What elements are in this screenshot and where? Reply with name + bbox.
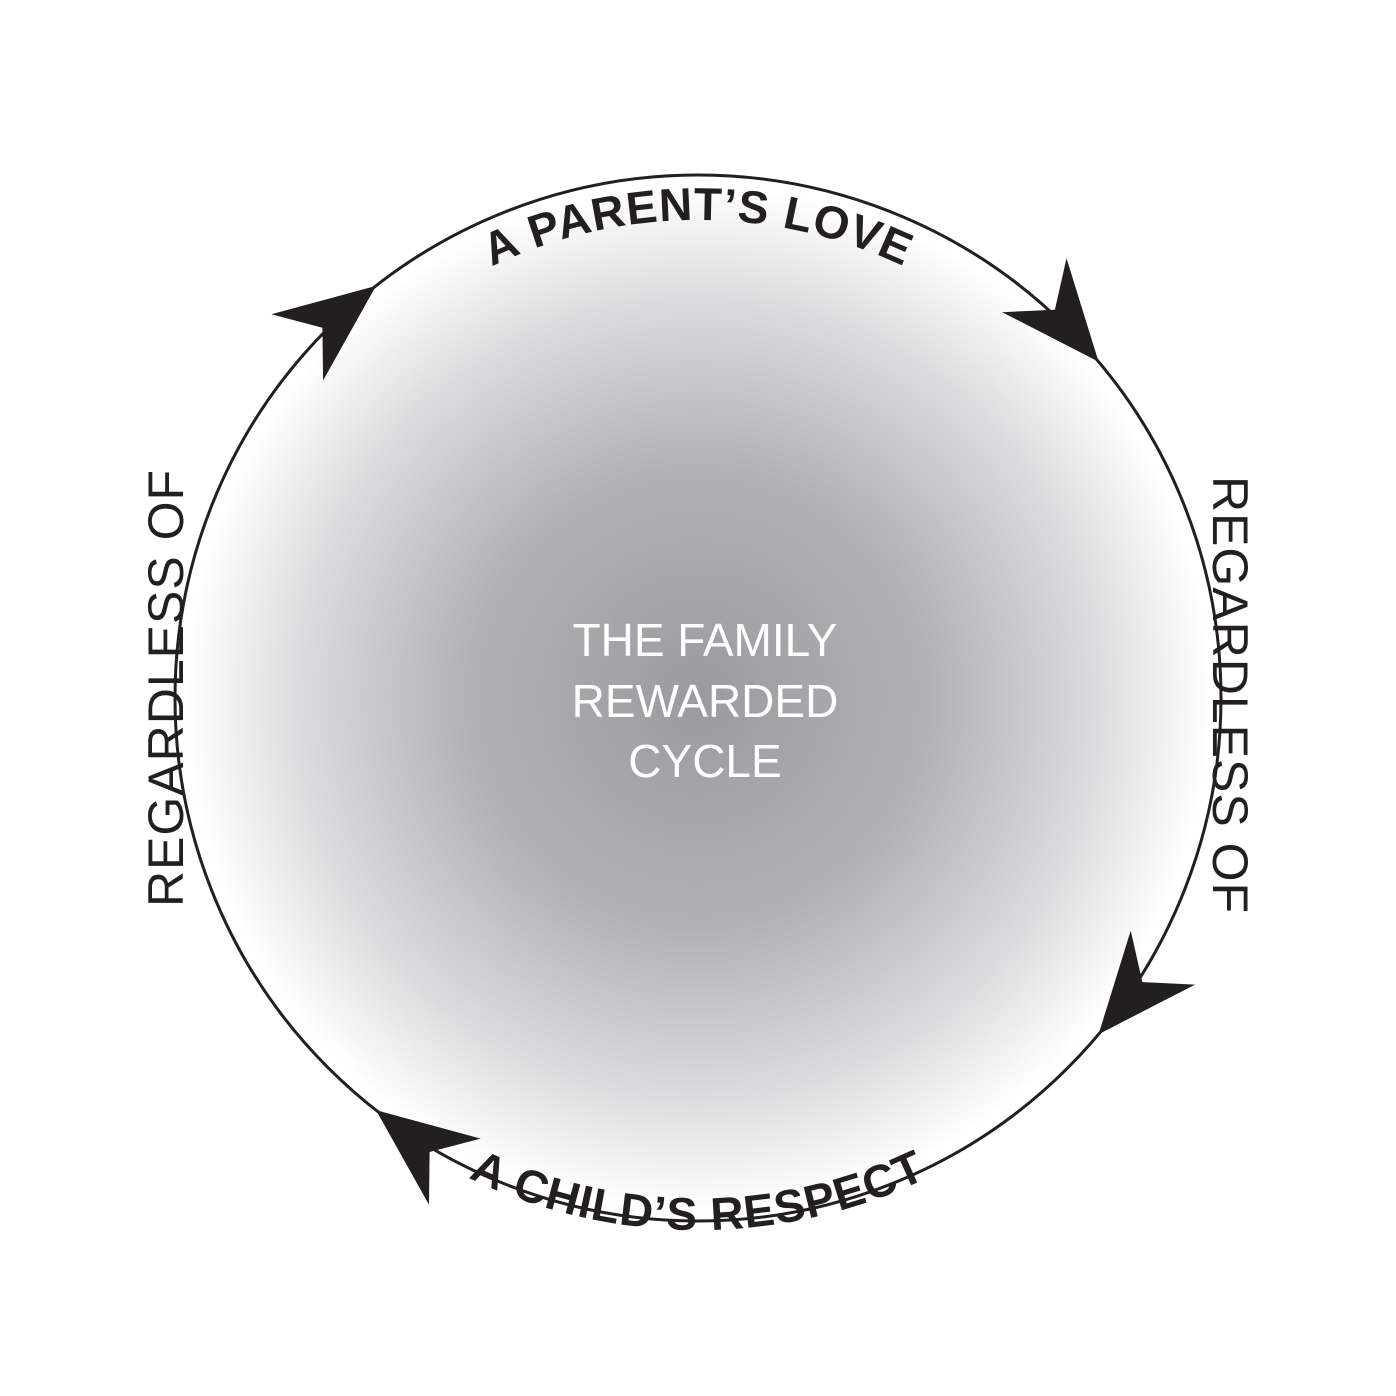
arrow-bottom-right <box>1098 930 1196 1035</box>
arrow-top-left <box>271 285 376 381</box>
cycle-shading <box>186 186 1210 1210</box>
cycle-ring <box>173 173 1223 1223</box>
right-label: REGARDLESS OF <box>1202 476 1258 914</box>
center-line-2: REWARDED <box>572 675 839 727</box>
arrow-top-right <box>1002 258 1099 362</box>
arrow-bottom-left <box>376 1110 481 1205</box>
cycle-arrows <box>271 258 1196 1205</box>
center-line-1: THE FAMILY <box>573 614 838 666</box>
center-line-3: CYCLE <box>628 735 781 787</box>
left-label: REGARDLESS OF <box>138 469 194 907</box>
center-label: THE FAMILY REWARDED CYCLE <box>572 614 839 787</box>
